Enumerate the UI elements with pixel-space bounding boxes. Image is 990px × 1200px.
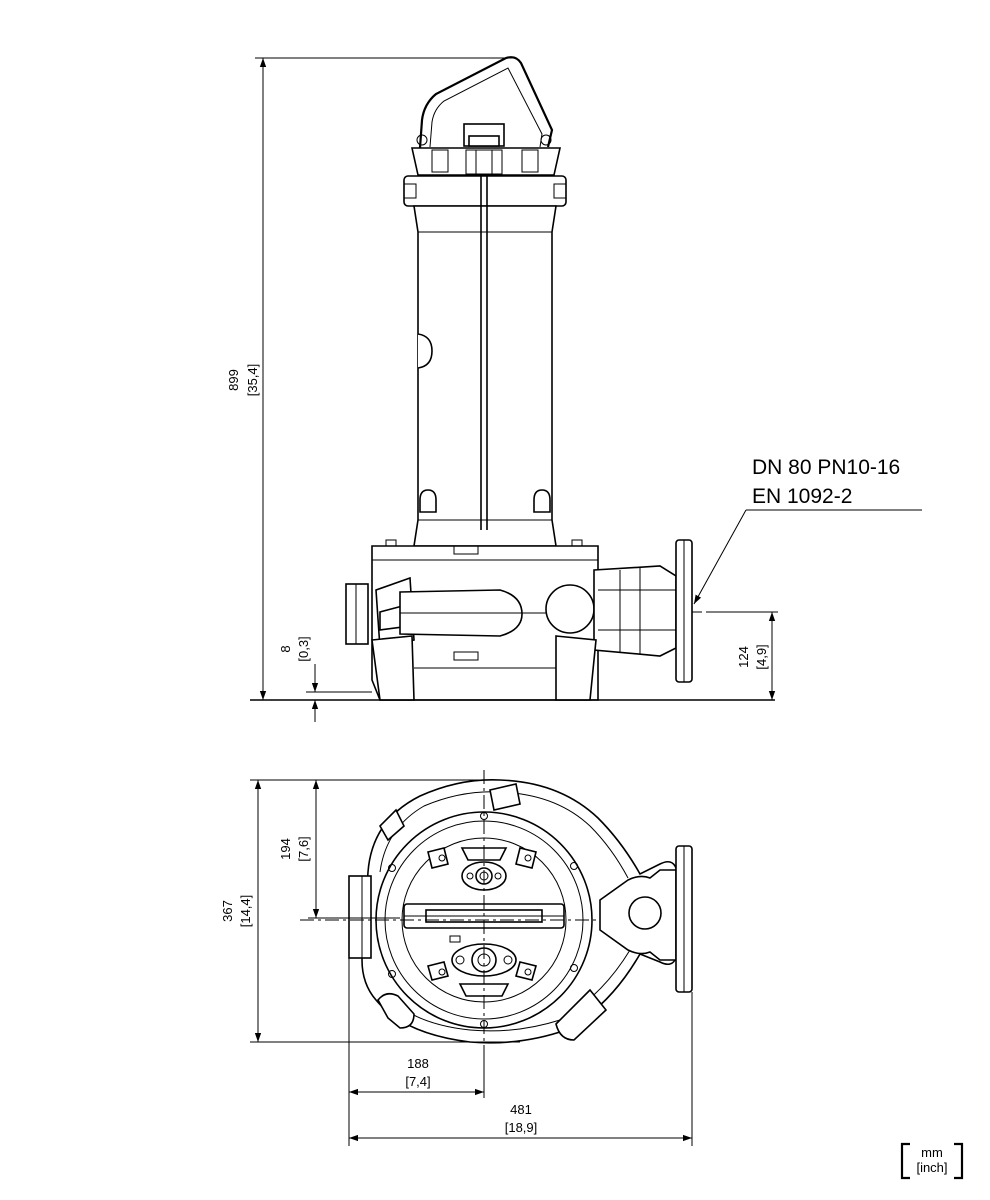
dim-width-inch: [14,4]	[238, 895, 253, 928]
dim-length-inch: [18,9]	[505, 1120, 538, 1135]
dim-length-to-center: 188 [7,4]	[348, 958, 485, 1146]
flange-note-line2: EN 1092-2	[752, 485, 852, 508]
units-legend: mm [inch]	[900, 1142, 964, 1180]
motor-cap	[411, 147, 561, 176]
dim-length-mm: 481	[510, 1102, 532, 1117]
dim-height-mm: 899	[226, 369, 241, 391]
dim-center-width-mm: 194	[278, 838, 293, 860]
dim-outlet-mm: 124	[736, 646, 751, 668]
dim-outlet-height: 124 [4,9]	[706, 611, 778, 700]
flange-callout: DN 80 PN10-16 EN 1092-2	[693, 456, 922, 605]
dim-center-length-mm: 188	[407, 1056, 429, 1071]
dim-overall-length: 481 [18,9]	[349, 992, 693, 1146]
dim-width-mm: 367	[220, 900, 235, 922]
flange-note-line1: DN 80 PN10-16	[752, 456, 900, 479]
dim-foot-clearance: 8 [0,3]	[278, 636, 372, 722]
dim-center-width-inch: [7,6]	[296, 836, 311, 861]
unit-mm-label: mm	[921, 1145, 943, 1160]
dim-overall-width: 367 [14,4]	[220, 779, 520, 1043]
dim-center-length-inch: [7,4]	[405, 1074, 430, 1089]
dim-outlet-inch: [4,9]	[754, 644, 769, 669]
dim-clearance-mm: 8	[278, 645, 293, 652]
dim-overall-height: 899 [35,4]	[226, 57, 516, 700]
side-view	[250, 56, 775, 701]
unit-inch-label: [inch]	[916, 1160, 947, 1175]
dim-height-inch: [35,4]	[245, 364, 260, 397]
top-view	[300, 770, 693, 1050]
dim-width-to-center: 194 [7,6]	[278, 780, 400, 919]
dim-clearance-inch: [0,3]	[296, 636, 311, 661]
